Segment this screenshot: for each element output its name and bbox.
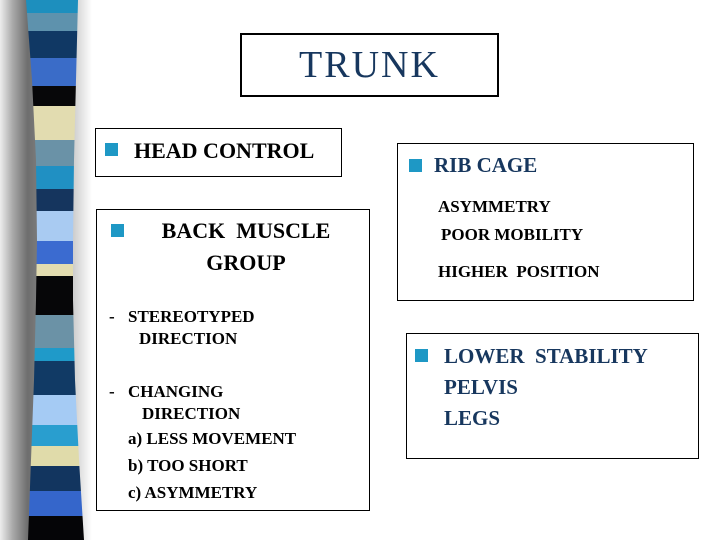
ribbon-stripe bbox=[26, 166, 84, 189]
ribbon-stripe bbox=[26, 491, 84, 516]
rib-cage-item-higher-position: HIGHER POSITION bbox=[438, 262, 600, 281]
sub-item-b-text: TOO SHORT bbox=[147, 456, 248, 475]
ribbon-stripes bbox=[26, 0, 84, 540]
ribbon-stripe bbox=[26, 58, 84, 86]
slide-title-box: TRUNK bbox=[240, 33, 499, 97]
slide-decoration-ribbon bbox=[0, 0, 92, 540]
square-bullet-icon bbox=[409, 159, 422, 172]
back-muscle-heading-line2: GROUP bbox=[206, 250, 286, 275]
head-control-box: HEAD CONTROL bbox=[95, 128, 342, 177]
ribbon-stripe bbox=[26, 189, 84, 211]
sub-item-b: b) TOO SHORT bbox=[128, 456, 248, 476]
lower-stability-box: LOWER STABILITY PELVIS LEGS bbox=[406, 333, 699, 459]
ribbon-stripe bbox=[26, 516, 84, 540]
lower-stability-line3: LEGS bbox=[444, 406, 501, 430]
square-bullet-icon bbox=[105, 143, 118, 156]
rib-cage-item-asymmetry: ASYMMETRY bbox=[438, 197, 551, 216]
list-marker-b: b) bbox=[128, 456, 144, 475]
slide-title: TRUNK bbox=[299, 44, 440, 86]
ribbon-stripe bbox=[26, 241, 84, 264]
lower-stability-line1: LOWER STABILITY bbox=[444, 344, 648, 368]
ribbon-stripe bbox=[26, 264, 84, 276]
rib-cage-item-poor-mobility: POOR MOBILITY bbox=[441, 225, 584, 244]
lower-stability-lines: LOWER STABILITY PELVIS LEGS bbox=[444, 341, 648, 434]
dash-bullet: - bbox=[109, 382, 115, 401]
ribbon-stripe bbox=[26, 106, 84, 140]
lower-stability-line2: PELVIS bbox=[444, 375, 518, 399]
ribbon-stripe bbox=[26, 446, 84, 466]
square-bullet-icon bbox=[415, 349, 428, 362]
sub-item-stereotyped-line2: DIRECTION bbox=[139, 329, 238, 348]
ribbon-stripe bbox=[26, 13, 84, 31]
head-control-label: HEAD CONTROL bbox=[134, 138, 315, 163]
sub-item-c-text: ASYMMETRY bbox=[144, 483, 258, 502]
back-muscle-heading-line1: BACK MUSCLE bbox=[161, 218, 331, 243]
sub-item-changing-line2: DIRECTION bbox=[142, 404, 241, 423]
sub-item-changing-line1: CHANGING bbox=[128, 382, 224, 401]
ribbon-stripe bbox=[26, 86, 84, 106]
ribbon-stripe bbox=[26, 348, 84, 361]
ribbon-stripe bbox=[26, 0, 84, 13]
dash-bullet: - bbox=[109, 307, 115, 326]
rib-cage-label: RIB CAGE bbox=[434, 153, 538, 177]
list-marker-c: c) bbox=[128, 483, 142, 502]
sub-item-a-text: LESS MOVEMENT bbox=[146, 429, 297, 448]
ribbon-stripe bbox=[26, 361, 84, 395]
sub-item-stereotyped-line1: STEREOTYPED bbox=[128, 307, 255, 326]
square-bullet-icon bbox=[111, 224, 124, 237]
ribbon-stripe bbox=[26, 395, 84, 425]
ribbon-stripe bbox=[26, 425, 84, 446]
sub-item-c: c) ASYMMETRY bbox=[128, 483, 257, 503]
ribbon-stripe bbox=[26, 466, 84, 491]
rib-cage-box: RIB CAGE ASYMMETRY POOR MOBILITY HIGHER … bbox=[397, 143, 694, 301]
ribbon-stripe bbox=[26, 31, 84, 58]
sub-item-a: a) LESS MOVEMENT bbox=[128, 429, 296, 449]
back-muscle-group-box: BACK MUSCLE GROUP - STEREOTYPED DIRECTIO… bbox=[96, 209, 370, 511]
list-marker-a: a) bbox=[128, 429, 143, 448]
